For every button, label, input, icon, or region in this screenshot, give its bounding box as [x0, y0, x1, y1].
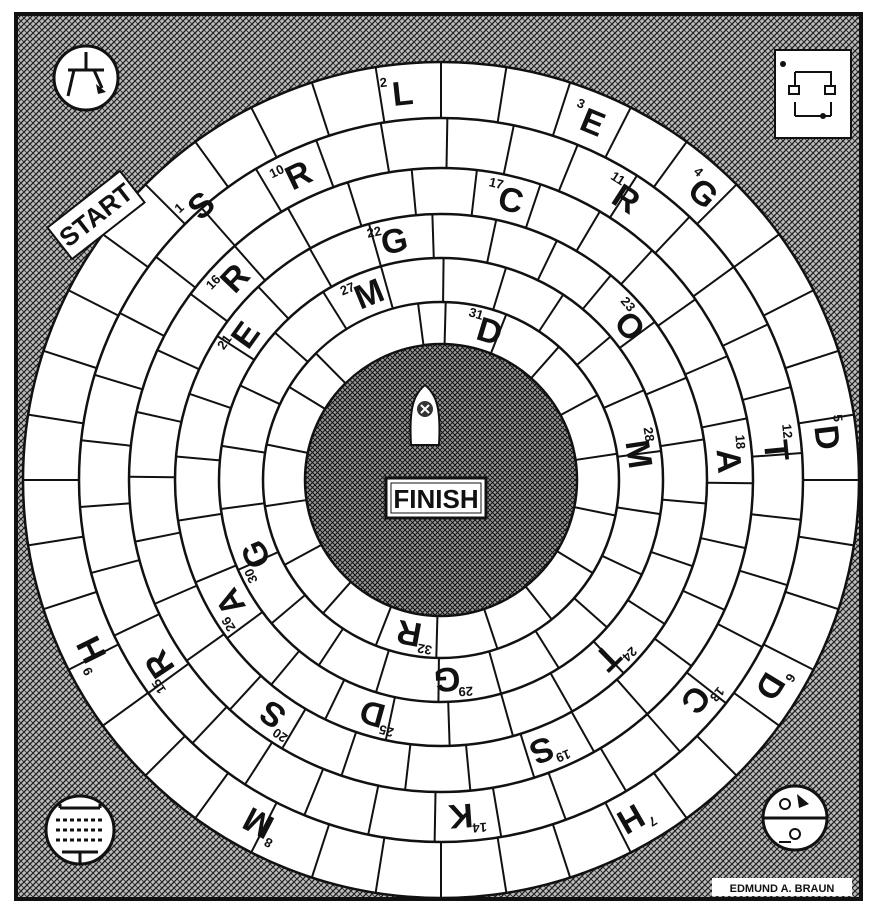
square-letter: D [806, 423, 847, 452]
square-letter: T [756, 438, 796, 463]
space-divider [446, 118, 447, 168]
space-divider [436, 616, 437, 658]
square-letter: G [433, 659, 461, 698]
finish-space[interactable]: FINISH [386, 478, 486, 518]
space-divider [435, 792, 436, 842]
finish-label: FINISH [393, 484, 478, 514]
pentode-tube-icon [46, 796, 114, 864]
square-letter: M [617, 437, 659, 471]
space-divider [443, 258, 444, 302]
square-number: 12 [779, 423, 795, 439]
credit-text: EDMUND A. BRAUN [730, 883, 835, 895]
triode-symbol-icon [54, 46, 118, 110]
square-letter: K [447, 796, 475, 836]
square-letter: A [708, 447, 748, 475]
artist-credit: EDMUND A. BRAUN [712, 878, 852, 896]
circuit-diagram-icon [775, 50, 851, 138]
space-divider [445, 302, 446, 344]
square-letter: L [390, 74, 415, 114]
tube-socket-icon [763, 786, 827, 850]
